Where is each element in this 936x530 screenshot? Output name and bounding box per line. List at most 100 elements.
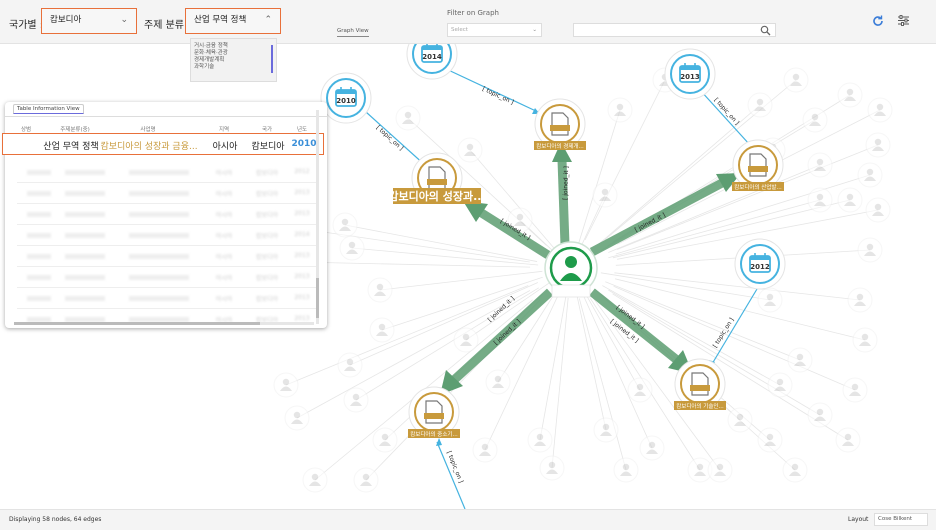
column-header[interactable]: 지역 [218, 127, 230, 133]
background-node [782, 457, 808, 483]
country-label: 국가별 : [9, 20, 44, 31]
background-node [457, 137, 483, 163]
background-node [865, 132, 891, 158]
background-node [867, 97, 893, 123]
user-icon [352, 393, 360, 401]
cell-year: 2014 [294, 231, 310, 238]
blurred-cell [27, 275, 51, 280]
background-node [787, 347, 813, 373]
background-node [807, 402, 833, 428]
scrollbar-thumb[interactable] [316, 278, 319, 318]
background-edge [349, 282, 539, 366]
year-node[interactable]: 2014 [406, 44, 458, 80]
background-edge [582, 294, 653, 449]
layout-select-value: Cose Bilkent [878, 516, 913, 522]
column-header[interactable]: 년도 [296, 127, 308, 133]
edge-label: [ topic_on ] [713, 97, 741, 127]
background-edge [613, 285, 856, 391]
blurred-cell [129, 254, 189, 259]
project-node[interactable]: 캄보디아의 경제개... [534, 98, 586, 150]
search-icon[interactable] [760, 25, 771, 36]
cell-topic: 산업 무역 정책 [43, 142, 99, 152]
background-node [395, 105, 421, 131]
background-node [369, 317, 395, 343]
cell-region: 아시아 [215, 212, 233, 219]
year-node[interactable]: 2012 [734, 238, 786, 290]
column-header[interactable]: 상범 [20, 127, 32, 133]
user-icon [602, 423, 610, 431]
dropdown-option[interactable]: 과학기술 [194, 64, 215, 70]
blurred-cell [129, 170, 189, 175]
project-node[interactable]: 캄보디아의 기술인... [674, 358, 726, 410]
cell-year: 2013 [294, 273, 310, 280]
year-node[interactable]: 2013 [664, 48, 716, 100]
table-row-selected[interactable]: 산업 무역 정책 캄보디아의 성장과 금융... 아시아 캄보디아 2010 [2, 133, 324, 155]
table-horizontal-scrollbar[interactable] [14, 322, 314, 325]
background-node [284, 405, 310, 431]
blurred-cell [129, 296, 189, 301]
background-edge [497, 284, 561, 383]
user-icon [791, 463, 799, 471]
background-edge [608, 199, 821, 259]
dropdown-option[interactable]: 거시·금융 정책 [194, 43, 228, 49]
calendar-icon [679, 63, 701, 83]
graph-canvas[interactable]: [ joined_it ] [ joined_it ] [ joined_it … [0, 44, 936, 509]
dropdown-option[interactable]: 경제개발계획 [194, 57, 225, 63]
blurred-cell [27, 212, 51, 217]
user-node[interactable] [544, 241, 598, 298]
country-select[interactable]: 캄보디아 ⌄ [41, 8, 137, 34]
background-edge [296, 290, 531, 419]
background-node [865, 197, 891, 223]
topic-edges [365, 67, 761, 509]
document-icon [550, 112, 570, 136]
column-header[interactable]: 사업명 [140, 127, 156, 133]
user-icon [466, 143, 474, 151]
column-header[interactable]: 국가 [261, 127, 273, 133]
project-node[interactable]: 캄보디아의 산업발... [732, 139, 784, 191]
settings-sliders-icon[interactable] [897, 14, 910, 27]
tab-table-information-view[interactable]: Table Information View [13, 104, 84, 114]
dropdown-scrollbar[interactable] [271, 45, 273, 73]
background-edge [616, 209, 879, 260]
user-icon [792, 73, 800, 81]
edge-label: [ joined_it ] [562, 166, 570, 200]
table-vertical-scrollbar[interactable] [316, 110, 319, 324]
user-icon [874, 138, 882, 146]
user-icon [346, 358, 354, 366]
project-node[interactable]: 캄보디아의 중소기... [408, 386, 460, 438]
user-icon [516, 213, 524, 221]
background-node [539, 455, 565, 481]
graph-filter-select[interactable]: Select ⌄ [447, 23, 542, 37]
background-node [783, 67, 809, 93]
graph-filter-select-placeholder: Select [451, 27, 468, 33]
project-label: 캄보디아의 경제개... [536, 142, 584, 150]
column-header[interactable]: 주제분류(중) [60, 127, 90, 133]
user-icon [536, 433, 544, 441]
topic-label: 주제 분류 : [144, 20, 191, 31]
layout-select[interactable]: Cose Bilkent [874, 513, 928, 526]
document-icon [424, 400, 444, 424]
scrollbar-thumb[interactable] [14, 322, 260, 325]
tab-graph-view[interactable]: Graph View [337, 28, 369, 37]
cell-project: 캄보디아의 성장과 금융... [100, 142, 198, 152]
refresh-icon[interactable] [871, 14, 885, 28]
topic-select[interactable]: 산업 무역 정책 ⌃ [185, 8, 281, 34]
project-node[interactable]: 캄보디아의 성장과... [388, 152, 486, 204]
chevron-down-icon: ⌄ [120, 15, 128, 25]
dropdown-option[interactable]: 문화·체육·관광 [194, 50, 228, 56]
cell-country: 캄보디아 [255, 296, 279, 303]
graph-filter-search-input[interactable] [573, 23, 776, 37]
filter-toolbar: 국가별 : 캄보디아 ⌄ 주제 분류 : 산업 무역 정책 ⌃ Filter o… [0, 0, 936, 44]
background-node [639, 435, 665, 461]
edge-label: [ joined_it ] [487, 295, 517, 323]
background-edge [615, 278, 866, 341]
year-node[interactable]: 2010 [320, 72, 372, 124]
